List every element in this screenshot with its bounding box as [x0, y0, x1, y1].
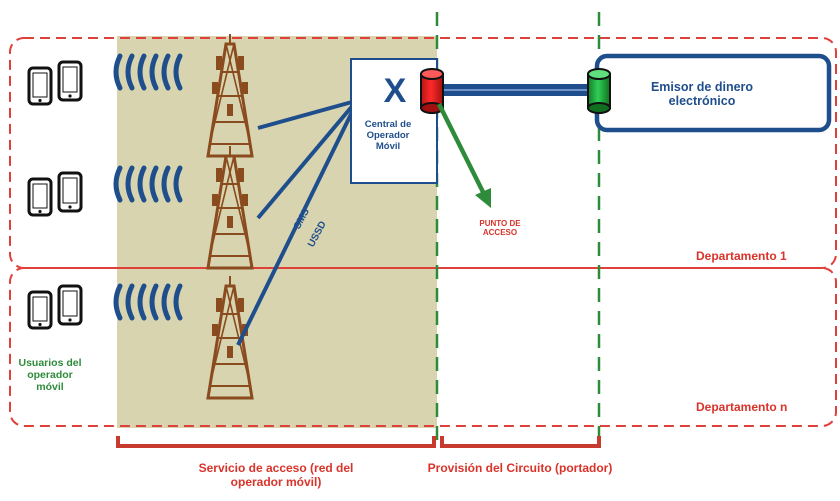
link-tower-2 [256, 102, 356, 220]
access-point-label: PUNTO DE ACCESO [479, 219, 521, 238]
smartphone-icon [27, 60, 83, 106]
department-n-label: Departamento n [696, 400, 788, 414]
link-tower-3 [236, 105, 357, 346]
access-point-arrow [436, 102, 491, 208]
department-n-zone [9, 267, 837, 427]
link-tower-1 [257, 100, 353, 130]
circuit-provision-label: Provisión del Circuito (portador) [427, 461, 613, 475]
central-office-label: Central de Operador Móvil [364, 119, 412, 152]
emitter-label: Emisor de dinero electrónico [650, 80, 754, 109]
department-1-zone [9, 37, 837, 269]
access-service-label: Servicio de acceso (red del operador móv… [198, 461, 354, 489]
central-symbol: X [383, 72, 407, 110]
circuit-bracket [440, 436, 601, 448]
smartphone-icon [27, 171, 83, 217]
database-red-icon [420, 68, 444, 114]
users-label: Usuarios del operador móvil [18, 357, 82, 394]
access-service-bracket [116, 436, 436, 448]
database-green-icon [587, 68, 611, 114]
smartphone-icon [27, 284, 83, 330]
department-1-label: Departamento 1 [696, 249, 787, 263]
